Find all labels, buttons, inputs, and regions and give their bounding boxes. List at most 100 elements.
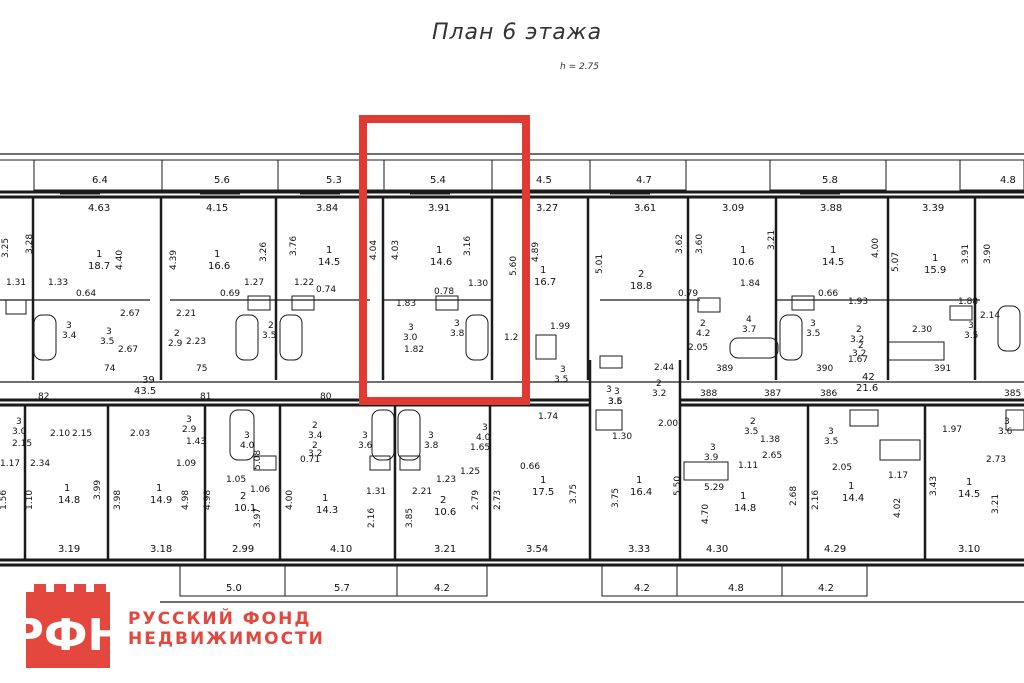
dimension-label: 0.66 xyxy=(520,462,541,472)
room-area: 3.6 xyxy=(608,397,623,407)
dimension-label: 1.30 xyxy=(468,279,489,289)
brand-line-1: РУССКИЙ ФОНД xyxy=(128,609,312,629)
dimension-label: 1.84 xyxy=(740,279,761,289)
room-area: 3.0 xyxy=(403,333,418,343)
room-number: 2 xyxy=(638,269,645,280)
dimension-label: 1.05 xyxy=(226,475,247,485)
room-number: 1 xyxy=(322,493,329,504)
room-width: 3.18 xyxy=(150,544,173,555)
dimension-label: 3.26 xyxy=(259,241,269,262)
rfn-logo: РФН xyxy=(24,584,112,668)
room-width: 3.27 xyxy=(536,203,559,214)
room-area: 14.4 xyxy=(842,493,865,504)
brand-name: РУССКИЙ ФОНД НЕДВИЖИМОСТИ xyxy=(128,609,325,649)
apartment-number: 81 xyxy=(200,392,212,402)
dimension-label: 5.07 xyxy=(891,251,901,272)
bottom-balconies xyxy=(160,565,1024,603)
plan-title: План 6 этажа xyxy=(431,20,603,45)
room-number: 2 xyxy=(312,421,318,431)
room-width: 3.91 xyxy=(428,203,451,214)
room-number: 3 xyxy=(362,431,368,441)
room-number: 1 xyxy=(848,481,855,492)
dimension-label: 2.68 xyxy=(789,485,799,506)
room-number: 3 xyxy=(606,385,612,395)
dimension-label: 1.33 xyxy=(48,278,69,288)
corridor-number: 39 xyxy=(142,375,155,386)
room-number: 2 xyxy=(700,319,706,329)
room-area: 3.7 xyxy=(742,325,757,335)
dimension-label: 1.38 xyxy=(760,435,781,445)
dimension-label: 3.60 xyxy=(695,233,705,254)
balcony-length: 5.3 xyxy=(326,175,342,186)
dimension-label: 1.11 xyxy=(738,461,759,471)
dimension-label: 0.66 xyxy=(818,289,839,299)
balcony-length: 4.2 xyxy=(434,583,450,594)
top-partitions xyxy=(31,197,977,380)
dimension-label: 3.28 xyxy=(25,233,35,254)
dimension-label: 4.39 xyxy=(169,249,179,270)
dimension-label: 1.74 xyxy=(538,412,559,422)
room-width: 3.09 xyxy=(722,203,745,214)
dimension-label: 3.99 xyxy=(93,479,103,500)
room-number: 3 xyxy=(106,327,112,337)
room-area: 3.2 xyxy=(652,389,667,399)
dimension-label: 4.40 xyxy=(115,249,125,270)
dimension-label: 1.23 xyxy=(436,475,457,485)
room-area: 3.5 xyxy=(262,331,277,341)
room-area: 14.3 xyxy=(316,505,339,516)
dimension-label: 2.15 xyxy=(12,439,33,449)
room-area: 3.8 xyxy=(450,329,465,339)
room-number: 1 xyxy=(740,491,747,502)
room-number: 3 xyxy=(16,417,22,427)
room-area: 3.4 xyxy=(308,431,323,441)
dimension-label: 2.23 xyxy=(186,337,207,347)
room-number: 1 xyxy=(436,245,443,256)
room-number: 3 xyxy=(186,415,192,425)
dimension-label: 2.44 xyxy=(654,363,675,373)
room-number: 1 xyxy=(636,475,643,486)
dimension-label: 3.76 xyxy=(289,235,299,256)
room-area: 3.8 xyxy=(424,441,439,451)
dimension-label: 1.82 xyxy=(404,345,425,355)
dimension-label: 1.43 xyxy=(186,437,207,447)
room-number: 1 xyxy=(214,249,221,260)
room-area: 14.5 xyxy=(822,257,845,268)
room-width: 2.99 xyxy=(232,544,255,555)
dimension-label: 1.65 xyxy=(470,443,491,453)
room-area: 18.7 xyxy=(88,261,111,272)
room-number: 3 xyxy=(428,431,434,441)
room-area: 10.1 xyxy=(234,503,257,514)
room-number: 3 xyxy=(968,321,974,331)
dimension-label: 5.29 xyxy=(704,483,725,493)
room-number: 3 xyxy=(454,319,460,329)
dimension-label: 1.2 xyxy=(504,333,519,343)
room-area: 16.6 xyxy=(208,261,231,272)
dimension-label: 3.21 xyxy=(767,229,777,250)
room-number: 1 xyxy=(830,245,837,256)
dimension-label: 1.25 xyxy=(460,467,481,477)
dimension-label: 2.00 xyxy=(658,419,679,429)
bottom-partitions xyxy=(23,405,927,560)
room-area: 3.5 xyxy=(964,331,979,341)
dimension-label: 0.64 xyxy=(76,289,97,299)
dimension-label: 3.62 xyxy=(675,233,685,254)
room-number: 3 xyxy=(828,427,834,437)
svg-text:РФН: РФН xyxy=(24,610,112,661)
apartment-number: 389 xyxy=(716,364,734,374)
room-area: 3.5 xyxy=(100,337,115,347)
room-area: 16.7 xyxy=(534,277,557,288)
balcony-length: 4.2 xyxy=(818,583,834,594)
room-width: 4.10 xyxy=(330,544,353,555)
dimension-label: 2.67 xyxy=(120,309,141,319)
balcony-length: 4.7 xyxy=(636,175,652,186)
dimension-label: 1.30 xyxy=(612,432,633,442)
room-number: 1 xyxy=(932,253,939,264)
room-number: 1 xyxy=(740,245,747,256)
dimension-label: 0.71 xyxy=(300,455,321,465)
top-fixtures xyxy=(5,295,1021,369)
dimension-label: 5.01 xyxy=(595,253,605,274)
room-width: 3.21 xyxy=(434,544,457,555)
dimension-label: 2.73 xyxy=(986,455,1007,465)
balcony-length: 5.6 xyxy=(214,175,230,186)
corridor-area: 43.5 xyxy=(134,386,157,397)
